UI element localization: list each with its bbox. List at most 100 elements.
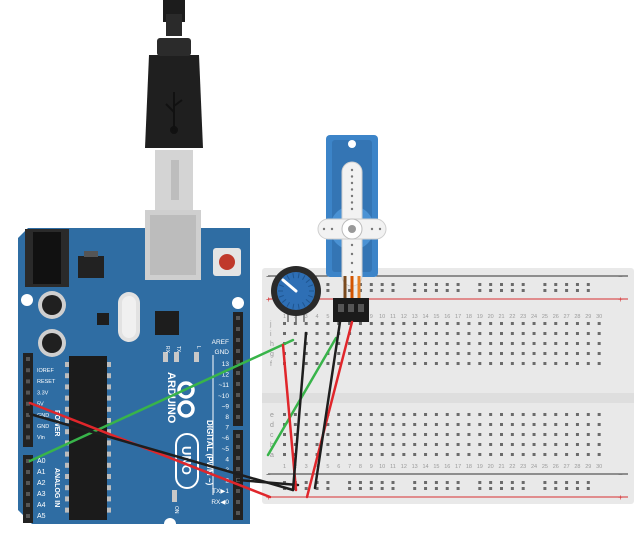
digital-pin-label: TX▶1: [212, 488, 229, 495]
wire-black-gnd[interactable]: [28, 412, 295, 492]
bb-column-number: 1: [283, 464, 286, 470]
potentiometer[interactable]: [271, 266, 321, 322]
bb-column-number: 11: [390, 314, 396, 320]
power-pin-label: GND: [37, 413, 49, 419]
analog-header: [23, 455, 33, 523]
bb-column-number: 18: [466, 314, 472, 320]
rail-minus-top-right: −: [618, 272, 623, 281]
bb-column-number: 13: [412, 314, 418, 320]
power-label: POWER: [53, 410, 60, 436]
bb-column-number: 29: [585, 314, 591, 320]
bb-row-label: a: [270, 452, 274, 459]
bb-row-label: c: [270, 432, 274, 439]
bb-column-number: 24: [531, 464, 537, 470]
on-label: ON: [173, 506, 179, 514]
digital-pin-label: ~10: [218, 393, 229, 400]
bb-column-number: 25: [542, 464, 548, 470]
bb-column-number: 30: [596, 314, 602, 320]
power-pin-label: GND: [37, 424, 49, 430]
bb-row-label: h: [270, 341, 274, 348]
atmega-chip: [65, 356, 111, 520]
servo-motor[interactable]: [317, 135, 387, 322]
wire-green-a0[interactable]: [28, 338, 295, 463]
analog-pin-label: A5: [37, 513, 46, 520]
bb-row-label: i: [270, 331, 272, 338]
wire-black-d3[interactable]: [236, 478, 300, 487]
analog-pin-label: A4: [37, 502, 46, 509]
digital-label: DIGITAL (PWM ~): [205, 420, 214, 486]
digital-pin-label: ~9: [222, 403, 230, 410]
tx-label: TX: [175, 346, 181, 353]
bb-column-number: 6: [337, 464, 340, 470]
servo-horn[interactable]: [317, 161, 387, 287]
digital-pin-label: 13: [222, 361, 230, 368]
bb-column-number: 27: [564, 314, 570, 320]
bb-column-number: 24: [531, 314, 537, 320]
bb-column-number: 20: [488, 314, 494, 320]
power-pin-label: IOREF: [37, 368, 54, 374]
digital-pin-label: ~6: [222, 435, 230, 442]
reset-button[interactable]: [213, 248, 241, 276]
bb-column-number: 23: [520, 314, 526, 320]
bb-column-number: 8: [359, 464, 362, 470]
bb-column-number: 26: [553, 464, 559, 470]
bb-column-number: 23: [520, 464, 526, 470]
usb-icon: [165, 92, 183, 134]
digital-pin-label: GND: [215, 349, 230, 356]
bb-column-number: 5: [326, 314, 329, 320]
wire-red-servo[interactable]: [305, 320, 354, 499]
wire-red-5v[interactable]: [28, 401, 272, 499]
bb-row-label: g: [270, 351, 274, 358]
arduino-logo-icon: [177, 381, 195, 418]
wire-black-servo[interactable]: [313, 320, 342, 490]
bb-row-label: f: [270, 361, 272, 368]
bb-column-number: 25: [542, 314, 548, 320]
bb-row-label: e: [270, 412, 274, 419]
bb-column-number: 22: [509, 314, 515, 320]
bb-column-number: 17: [455, 314, 461, 320]
bb-column-number: 27: [564, 464, 570, 470]
bb-column-number: 14: [422, 314, 428, 320]
wire-black-pot[interactable]: [291, 331, 308, 492]
analog-pin-label: A3: [37, 491, 46, 498]
bb-column-number: 13: [412, 464, 418, 470]
rail-minus-top-left: −: [266, 272, 271, 281]
digital-pin-label: ~5: [222, 446, 230, 453]
bb-row-label: d: [270, 422, 274, 429]
bb-column-number: 30: [596, 464, 602, 470]
bb-column-number: 4: [316, 314, 319, 320]
bb-column-number: 20: [488, 464, 494, 470]
bb-column-number: 22: [509, 464, 515, 470]
bb-column-number: 28: [574, 314, 580, 320]
bb-column-number: 29: [585, 464, 591, 470]
bb-column-number: 21: [498, 464, 504, 470]
bb-column-number: 21: [498, 314, 504, 320]
bb-column-number: 12: [401, 464, 407, 470]
wires: [28, 320, 354, 499]
power-header: [23, 353, 33, 447]
bb-column-number: 26: [553, 314, 559, 320]
bb-row-label: j: [269, 321, 272, 328]
bb-column-number: 19: [477, 464, 483, 470]
arduino-uno[interactable]: RX TX L ON ARDUINO UNO DIGITAL (PWM ~) P…: [18, 210, 250, 530]
power-jack: [25, 229, 69, 287]
digital-pin-label: 4: [225, 456, 229, 463]
bb-column-number: 10: [379, 464, 385, 470]
breadboard[interactable]: − + − + − + − + 112233445566778899101011…: [262, 268, 634, 504]
l-label: L: [195, 346, 201, 349]
digital-pin-label: 7: [225, 425, 229, 432]
rail-plus-bottom-right: +: [618, 493, 623, 502]
digital-header-upper: [233, 312, 243, 426]
rail-minus-bottom-right: −: [618, 470, 623, 479]
bb-column-number: 5: [326, 464, 329, 470]
bb-row-label: b: [270, 442, 274, 449]
wire-green-pot[interactable]: [266, 336, 338, 457]
power-pin-label: RESET: [37, 379, 56, 385]
bb-column-number: 7: [348, 464, 351, 470]
digital-pin-label: 8: [225, 414, 229, 421]
bb-column-number: 3: [305, 464, 308, 470]
digital-pin-label: 12: [222, 372, 230, 379]
brand-label: ARDUINO: [165, 372, 177, 424]
analog-pin-label: A2: [37, 480, 46, 487]
bb-column-number: 1: [283, 314, 286, 320]
